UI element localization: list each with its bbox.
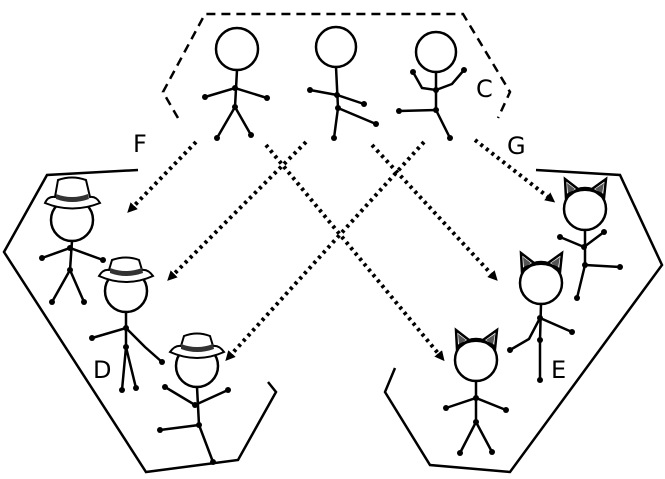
arrow-to-left-middle xyxy=(167,140,308,281)
ear-inner xyxy=(458,334,495,345)
stick-figure-with-cat-ears xyxy=(443,327,509,456)
ear-inner xyxy=(523,257,560,268)
top-group-outline xyxy=(161,12,512,119)
headband xyxy=(456,339,496,349)
headband xyxy=(565,188,605,198)
arrow-to-right-bottom xyxy=(264,143,445,362)
right-group-outline xyxy=(383,168,664,474)
headband xyxy=(521,262,561,272)
stick-figure xyxy=(396,30,467,141)
label-e: E xyxy=(551,356,566,384)
label-c: C xyxy=(476,75,493,103)
stick-figure-with-hat xyxy=(89,256,165,393)
label-f: F xyxy=(133,130,147,158)
arrow-to-left-bottom xyxy=(225,140,426,361)
hat-band xyxy=(56,194,89,202)
stick-figure-with-hat xyxy=(157,332,231,465)
stick-figure xyxy=(202,26,270,141)
arrow-to-right-middle xyxy=(370,143,498,281)
stick-figure xyxy=(307,25,379,141)
label-g: G xyxy=(507,132,526,160)
arrow-g xyxy=(473,138,556,203)
ear-inner xyxy=(567,183,604,194)
arrow-f xyxy=(127,140,198,213)
label-d: D xyxy=(93,356,111,384)
stick-figure-with-hat xyxy=(39,176,106,305)
stick-figure-with-cat-ears xyxy=(557,176,623,301)
stick-figure-with-cat-ears xyxy=(507,250,575,383)
hat-band xyxy=(110,268,143,276)
left-group-outline xyxy=(2,168,278,474)
hat-band xyxy=(181,344,214,352)
